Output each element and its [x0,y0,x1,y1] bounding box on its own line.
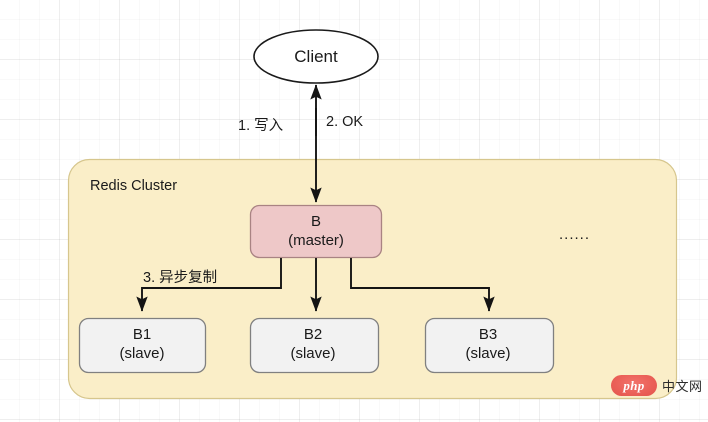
edge-label-replication: 3. 异步复制 [143,270,218,286]
edge-master-to-b1 [136,258,282,312]
client-node[interactable] [253,29,379,84]
slave-node-b3[interactable] [424,317,555,374]
watermark-site-text: 中文网 [662,379,703,394]
watermark: php 中文网 [611,375,703,396]
cluster-label: Redis Cluster [90,178,178,194]
slave-node-b1[interactable] [78,317,207,374]
edge-master-to-b3 [350,258,495,312]
master-node[interactable] [249,204,383,259]
php-logo-badge: php [611,375,657,396]
edge-label-ok: 2. OK [326,114,364,130]
cluster-ellipsis: ...... [559,226,591,243]
slave-node-b2[interactable] [249,317,380,374]
edge-label-write: 1. 写入 [238,118,284,134]
